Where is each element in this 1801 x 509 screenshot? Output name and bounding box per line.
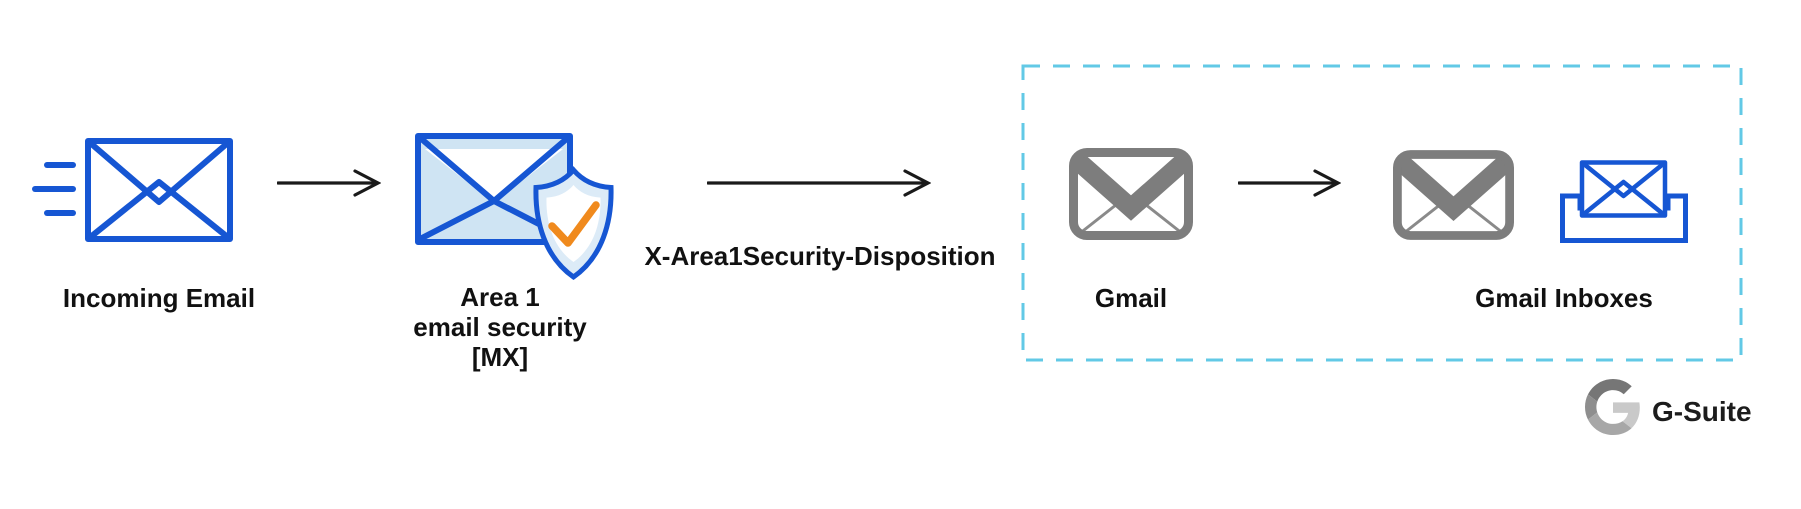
inbox-tray-icon: [1560, 160, 1688, 243]
envelope-shield-icon: [415, 133, 614, 281]
arrow-icon: [277, 169, 381, 197]
gsuite-label: G-Suite: [1652, 396, 1752, 427]
envelope-icon: [85, 138, 233, 242]
disposition-header-label: X-Area1Security-Disposition: [644, 241, 996, 271]
check-icon: [548, 201, 600, 247]
gmail-icon: [1069, 148, 1193, 240]
speed-lines-icon: [32, 162, 76, 216]
area1-label-line3: [MX]: [471, 342, 529, 372]
incoming-email-label: Incoming Email: [62, 283, 256, 313]
google-g-icon: [1585, 379, 1640, 435]
gmail-inboxes-label: Gmail Inboxes: [1475, 283, 1653, 313]
gmail-icon: [1393, 150, 1514, 240]
area1-label-line1: Area 1: [460, 282, 540, 312]
envelope-icon: [1579, 160, 1668, 218]
gmail-label: Gmail: [1094, 283, 1168, 313]
incoming-email-icon: [32, 138, 233, 242]
arrow-icon: [707, 169, 931, 197]
area1-label: Area 1 email security [MX]: [413, 282, 586, 372]
gsuite-boundary-box: [1021, 64, 1743, 362]
arrow-icon: [1238, 169, 1341, 197]
area1-label-line2: email security: [413, 312, 587, 342]
shield-icon: [533, 166, 614, 281]
